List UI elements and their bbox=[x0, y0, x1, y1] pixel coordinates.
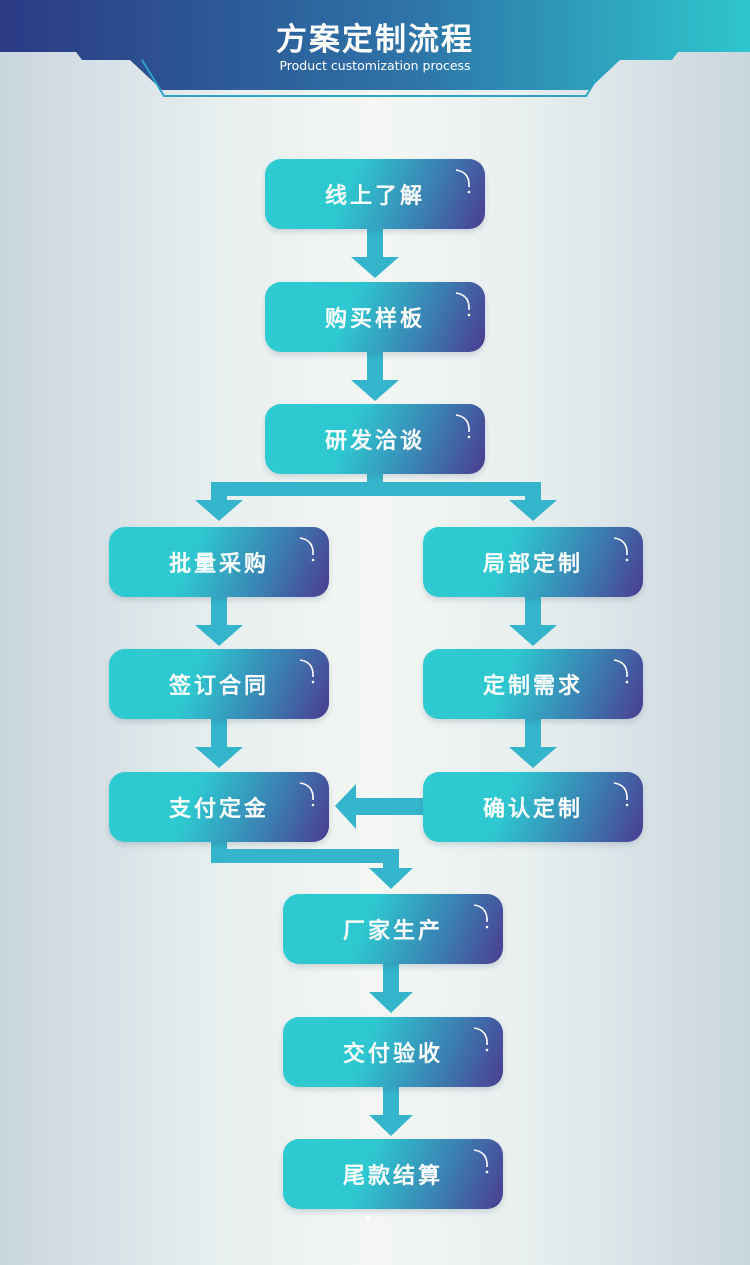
corner-arc-icon bbox=[455, 169, 471, 194]
step-delivery-acceptance: 交付验收 bbox=[283, 1017, 503, 1087]
corner-arc-icon bbox=[613, 537, 629, 562]
corner-arc-icon bbox=[299, 659, 315, 684]
corner-arc-icon bbox=[473, 1149, 489, 1174]
step-rd-negotiation: 研发洽谈 bbox=[265, 404, 485, 474]
step-label: 支付定金 bbox=[168, 797, 269, 822]
step-label: 交付验收 bbox=[342, 1042, 443, 1067]
step-label: 研发洽谈 bbox=[324, 429, 425, 454]
step-pay-deposit: 支付定金 bbox=[109, 772, 329, 842]
corner-arc-icon bbox=[613, 659, 629, 684]
step-label: 签订合同 bbox=[168, 674, 269, 699]
step-sign-contract: 签订合同 bbox=[109, 649, 329, 719]
step-bulk-purchase: 批量采购 bbox=[109, 527, 329, 597]
step-label: 确认定制 bbox=[482, 797, 583, 822]
step-label: 厂家生产 bbox=[342, 919, 443, 944]
corner-arc-icon bbox=[613, 782, 629, 807]
step-label: 线上了解 bbox=[324, 184, 425, 209]
step-partial-customization: 局部定制 bbox=[423, 527, 643, 597]
step-custom-requirements: 定制需求 bbox=[423, 649, 643, 719]
corner-arc-icon bbox=[299, 537, 315, 562]
step-final-payment: 尾款结算 bbox=[283, 1139, 503, 1209]
step-confirm-customization: 确认定制 bbox=[423, 772, 643, 842]
step-label: 购买样板 bbox=[324, 307, 425, 332]
step-label: 批量采购 bbox=[168, 552, 269, 577]
header-banner: 方案定制流程 Product customization process bbox=[0, 0, 750, 100]
header-shape bbox=[0, 0, 750, 97]
page-subtitle: Product customization process bbox=[279, 58, 471, 73]
step-factory-production: 厂家生产 bbox=[283, 894, 503, 964]
page-title: 方案定制流程 bbox=[276, 22, 474, 58]
corner-arc-icon bbox=[455, 292, 471, 317]
trailing-dots-decoration bbox=[366, 1216, 370, 1257]
corner-arc-icon bbox=[455, 414, 471, 439]
step-buy-sample: 购买样板 bbox=[265, 282, 485, 352]
step-online-research: 线上了解 bbox=[265, 159, 485, 229]
step-label: 尾款结算 bbox=[342, 1164, 443, 1189]
corner-arc-icon bbox=[299, 782, 315, 807]
corner-arc-icon bbox=[473, 1027, 489, 1052]
corner-arc-icon bbox=[473, 904, 489, 929]
step-label: 定制需求 bbox=[482, 674, 583, 699]
step-label: 局部定制 bbox=[482, 552, 583, 577]
